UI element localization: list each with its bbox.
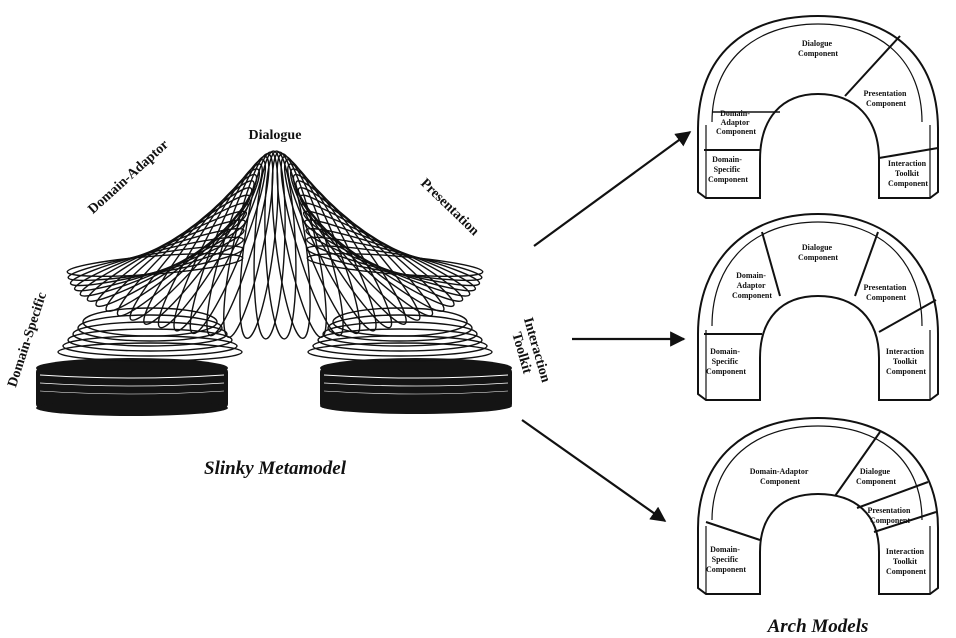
slinky-coil [86, 210, 248, 302]
arrow-to-arch1 [533, 131, 692, 247]
arch2-interaction-toolkit-label: Interaction Toolkit Component [886, 347, 926, 376]
slinky-coil [292, 173, 407, 325]
arch2-domain-specific-label: Domain- Specific Component [706, 347, 746, 376]
slinky-metamodel: Domain-Specific Domain-Adaptor Dialogue … [5, 128, 553, 479]
slinky-coil [299, 194, 445, 312]
arch1-domain-specific-label: Domain- Specific Component [708, 155, 748, 184]
slinky-base-coil [67, 328, 233, 352]
arch3-outline [697, 416, 939, 595]
slinky-coil [306, 236, 481, 287]
label-presentation: Presentation [417, 176, 482, 239]
slinky-coil [264, 150, 297, 340]
slinky-coil [129, 180, 255, 321]
label-domain-adaptor: Domain-Adaptor [85, 137, 171, 217]
arch1-presentation-label: Presentation Component [864, 89, 909, 108]
arch1-interaction-toolkit-label: Interaction Toolkit Component [888, 159, 928, 188]
slinky-base-coil [307, 342, 493, 362]
arrow-to-arch3 [521, 419, 667, 522]
arch3-presentation-label: Presentation Component [868, 506, 913, 525]
slinky-caption: Slinky Metamodel [204, 458, 347, 479]
slinky-coil [143, 173, 258, 325]
slinky-base-coil [82, 307, 218, 337]
arch3-domain-adaptor-label: Domain-Adaptor Component [750, 467, 811, 486]
arch3-dialogue-label: Dialogue Component [856, 467, 896, 486]
slinky-coils [57, 150, 493, 362]
arch1-dialogue-label: Dialogue Component [798, 39, 838, 58]
slinky-coil [289, 168, 393, 329]
arch1-domain-adaptor-label: Domain- Adaptor Component [716, 109, 756, 136]
slinky-coil [157, 168, 261, 329]
arrows [521, 131, 692, 522]
slinky-coil [116, 187, 253, 317]
arch3-interaction-toolkit-label: Interaction Toolkit Component [886, 547, 926, 576]
slinky-base-coil [72, 321, 228, 347]
arch3-domain-specific-label: Domain- Specific Component [706, 545, 746, 574]
slinky-base-coil [327, 314, 473, 342]
slinky-base-coil [322, 321, 478, 347]
slinky-base-coil [332, 307, 468, 337]
slinky-coil [302, 210, 464, 302]
arch-models-caption: Arch Models [767, 616, 869, 637]
slinky-coil [306, 245, 483, 282]
slinky-coil [253, 150, 286, 340]
slinky-coil [306, 252, 484, 278]
slinky-left-base [36, 358, 228, 416]
arch2-presentation-label: Presentation Component [864, 283, 909, 302]
arch-model-3 [697, 416, 939, 595]
slinky-base-coil [77, 314, 223, 342]
slinky-base-coil [57, 342, 243, 362]
arch2-domain-adaptor-label: Domain- Adaptor Component [732, 271, 772, 300]
arch-model-2 [697, 212, 939, 401]
label-dialogue: Dialogue [249, 128, 302, 143]
arch-model-1 [697, 14, 939, 199]
arch1-outline [697, 14, 939, 199]
slinky-right-base [320, 358, 512, 414]
arch2-outline [697, 212, 939, 401]
arch2-dialogue-label: Dialogue Component [798, 243, 838, 262]
slinky-base-coil [317, 328, 483, 352]
